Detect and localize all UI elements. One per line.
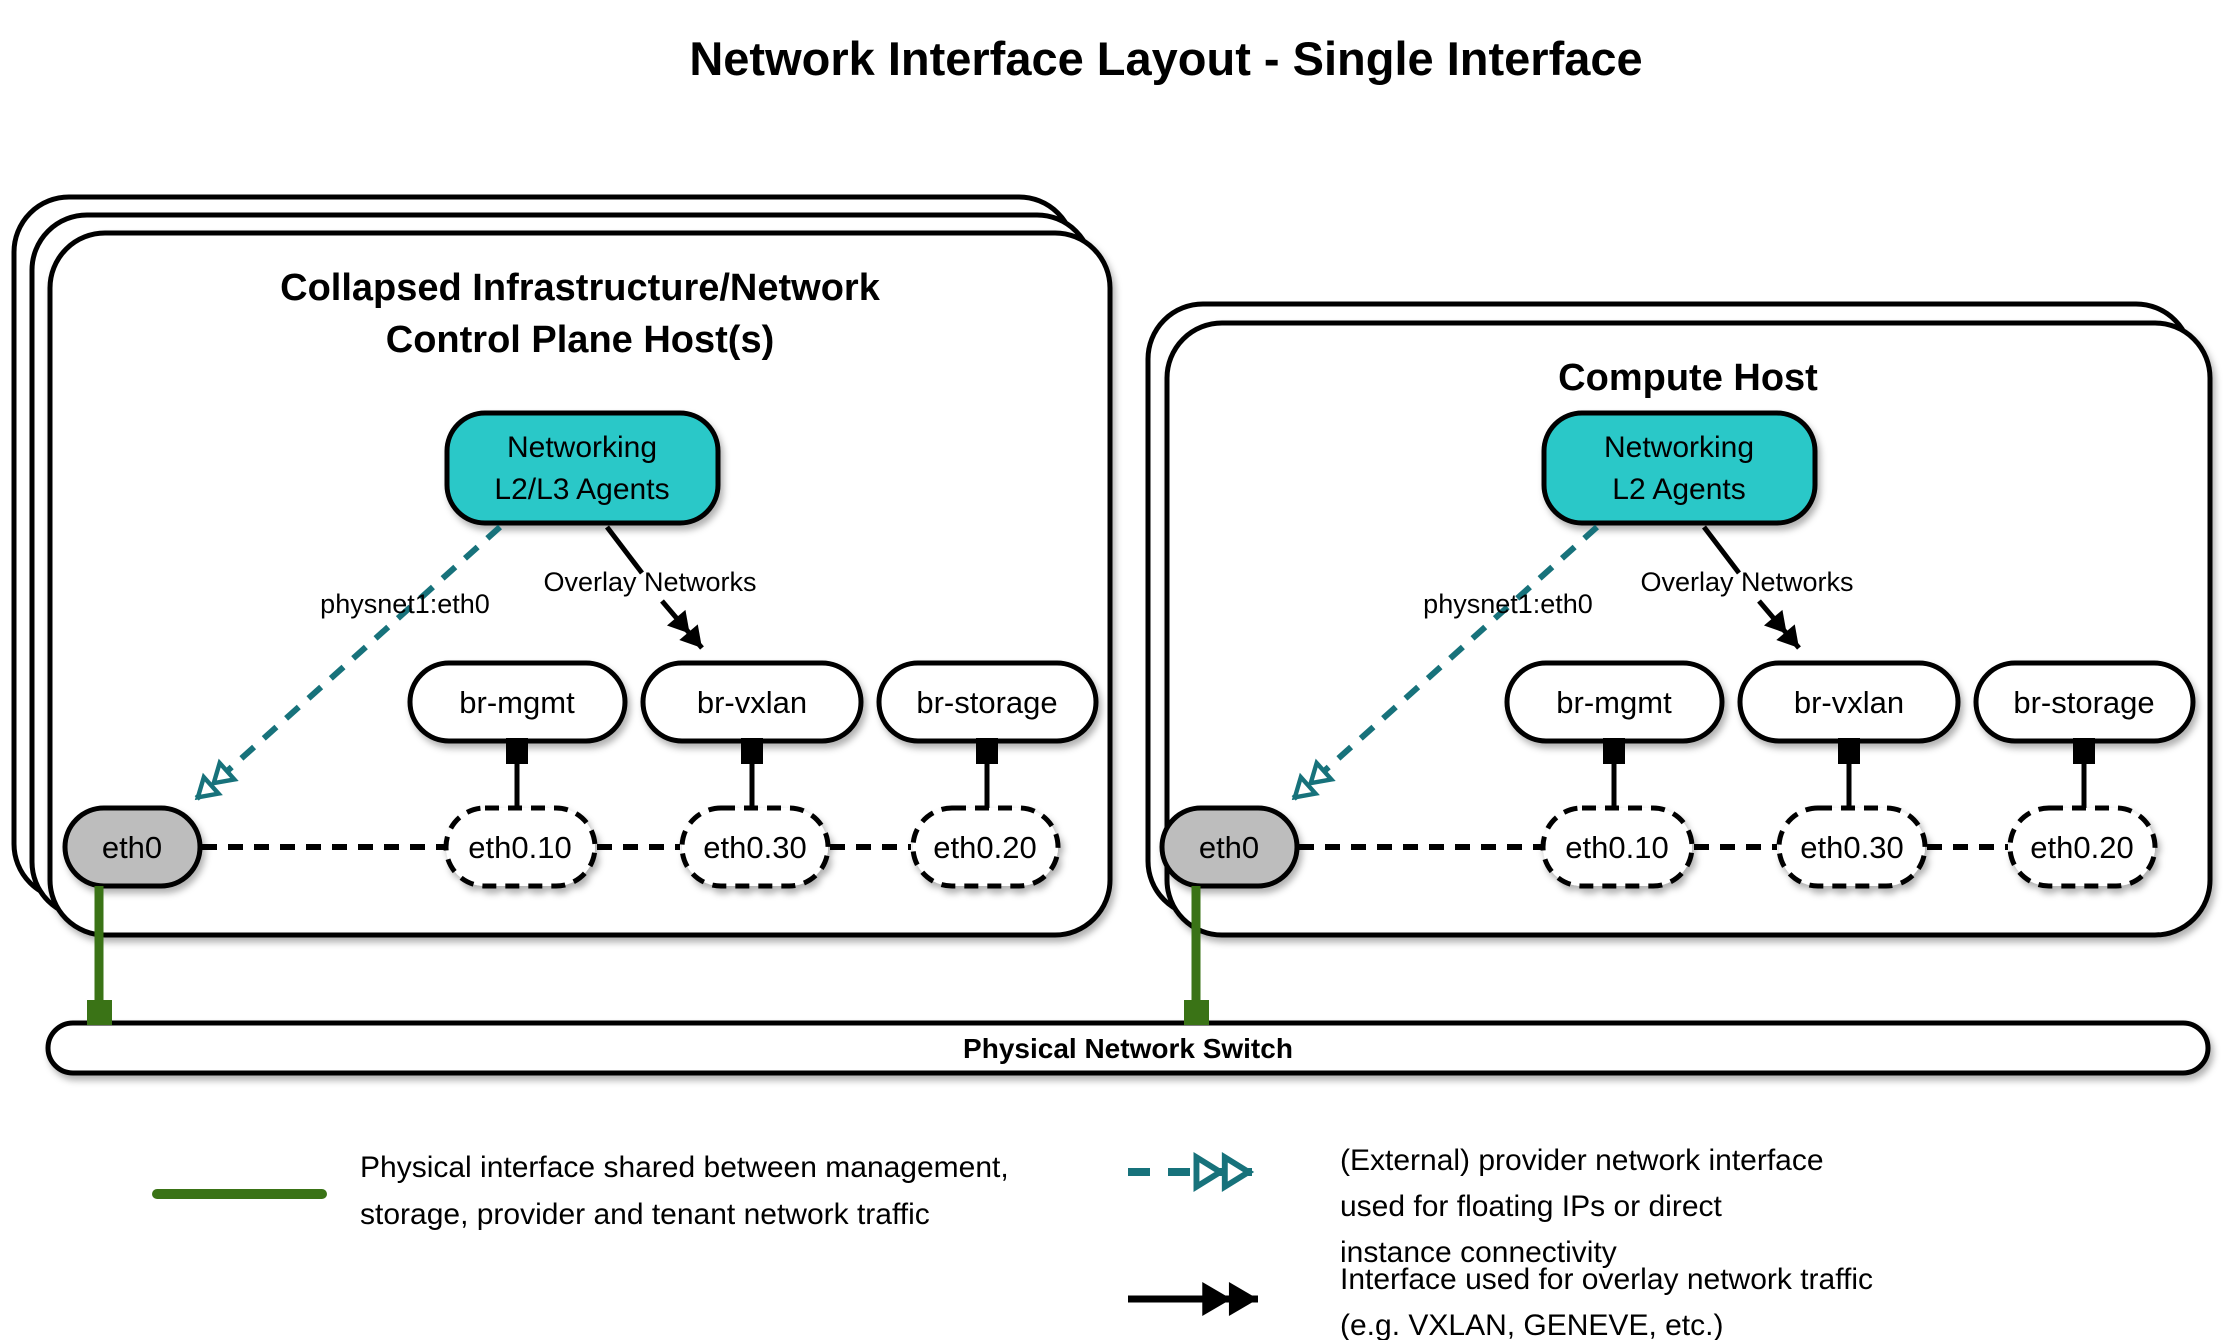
vlan-interface-node <box>1540 805 1695 889</box>
bridge-row: br-mgmt br-vxlan br-storage <box>1504 660 2196 744</box>
bridge-label: br-mgmt <box>1556 685 1672 720</box>
networking-agents-label: L2 Agents <box>1612 473 1745 506</box>
legend-text: Interface used for overlay network traff… <box>1340 1263 1873 1296</box>
switch-bar <box>45 1020 2211 1076</box>
physical-interface-node <box>1159 805 1300 889</box>
bridge-vlan-connectors <box>506 738 998 809</box>
overlay-networks-label: Overlay Networks <box>543 567 756 597</box>
host-title: Collapsed Infrastructure/Network <box>280 267 881 309</box>
host-compute: Compute Host Networking L2 Agents physne… <box>1145 301 2213 938</box>
uplink-port <box>87 1000 112 1025</box>
provider-network-arrow <box>193 524 503 802</box>
provider-network-arrow <box>1290 524 1600 802</box>
networking-agents-node <box>444 410 721 526</box>
vlan-interface-label: eth0.10 <box>468 830 571 865</box>
legend-text: instance connectivity <box>1340 1236 1617 1269</box>
legend-text: used for floating IPs or direct <box>1340 1190 1723 1223</box>
host-control-plane: Collapsed Infrastructure/Network Control… <box>11 194 1113 938</box>
connector-stub <box>1603 738 1625 764</box>
overlay-arrow-segment <box>605 525 644 575</box>
vlan-row: eth0.10 eth0.30 eth0.20 <box>1540 805 2158 889</box>
legend: Physical interface shared between manage… <box>152 1144 1873 1340</box>
switch-label: Physical Network Switch <box>963 1033 1293 1064</box>
physical-uplinks <box>87 886 1209 1025</box>
bridge-label: br-storage <box>916 685 1057 720</box>
bridge-row: br-mgmt br-vxlan br-storage <box>407 660 1099 744</box>
bridge-vlan-connectors <box>1603 738 2095 809</box>
vlan-interface-node <box>679 805 831 889</box>
vlan-interface-node <box>1776 805 1928 889</box>
connector-stub <box>741 738 763 764</box>
bridge-label: br-vxlan <box>697 685 807 720</box>
vlan-interface-node <box>443 805 598 889</box>
overlay-arrow <box>1757 599 1801 650</box>
vlan-interface-node <box>2007 805 2158 889</box>
host-box <box>47 230 1113 938</box>
legend-text: (External) provider network interface <box>1340 1144 1824 1177</box>
vlan-interface-label: eth0.20 <box>2030 830 2133 865</box>
legend-text: storage, provider and tenant network tra… <box>360 1198 930 1231</box>
provider-network-label: physnet1:eth0 <box>320 589 490 619</box>
page-title: Network Interface Layout - Single Interf… <box>689 32 1642 85</box>
physical-interface-label: eth0 <box>1199 830 1259 865</box>
host-title: Compute Host <box>1558 357 1818 399</box>
physical-interface-label: eth0 <box>102 830 162 865</box>
overlay-arrow <box>660 599 704 650</box>
networking-agents-label: Networking <box>507 431 657 464</box>
vlan-interface-label: eth0.10 <box>1565 830 1668 865</box>
legend-text: (e.g. VXLAN, GENEVE, etc.) <box>1340 1309 1723 1340</box>
uplink-port <box>1184 1000 1209 1025</box>
vlan-interface-label: eth0.20 <box>933 830 1036 865</box>
networking-agents-node <box>1541 410 1818 526</box>
networking-agents-label: Networking <box>1604 431 1754 464</box>
overlay-arrow-segment <box>1702 525 1741 575</box>
overlay-networks-label: Overlay Networks <box>1640 567 1853 597</box>
connector-stub <box>2073 738 2095 764</box>
connector-stub <box>976 738 998 764</box>
vlan-interface-label: eth0.30 <box>1800 830 1903 865</box>
networking-agents-label: L2/L3 Agents <box>494 473 669 506</box>
host-box <box>1164 320 2213 938</box>
vlan-interface-label: eth0.30 <box>703 830 806 865</box>
vlan-interface-node <box>910 805 1061 889</box>
connector-stub <box>506 738 528 764</box>
bridge-label: br-vxlan <box>1794 685 1904 720</box>
physical-network-switch: Physical Network Switch <box>45 1020 2211 1076</box>
host-title: Control Plane Host(s) <box>386 319 774 361</box>
bridge-label: br-storage <box>2013 685 2154 720</box>
bridge-label: br-mgmt <box>459 685 575 720</box>
provider-network-label: physnet1:eth0 <box>1423 589 1593 619</box>
physical-interface-node <box>62 805 203 889</box>
vlan-row: eth0.10 eth0.30 eth0.20 <box>443 805 1061 889</box>
legend-text: Physical interface shared between manage… <box>360 1151 1009 1184</box>
connector-stub <box>1838 738 1860 764</box>
